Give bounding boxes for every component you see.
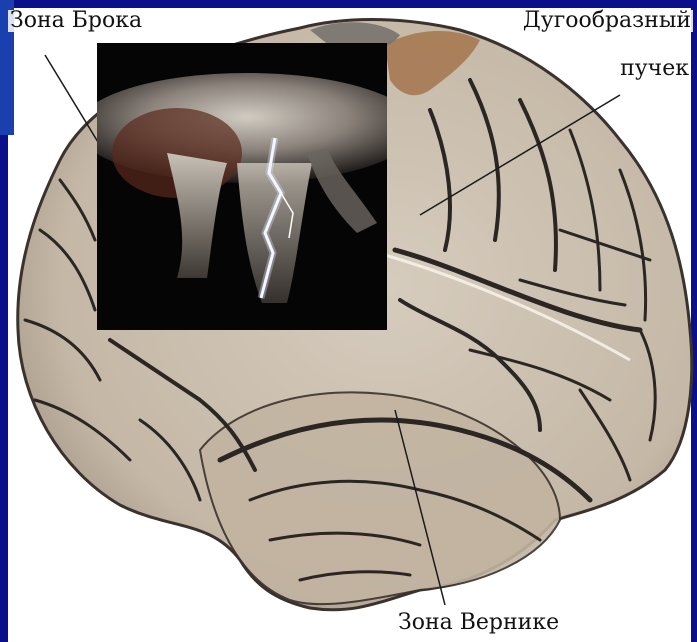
lightning-icon (97, 43, 387, 330)
wernicke-area-label: Зона Вернике (396, 612, 561, 634)
broca-area-label: Зона Брока (8, 10, 144, 32)
arcuate-fasciculus-label-line2: пучек (618, 58, 691, 80)
arcuate-fasciculus-label-line1: Дугообразный (521, 10, 693, 32)
lightning-storm-image (97, 43, 387, 330)
